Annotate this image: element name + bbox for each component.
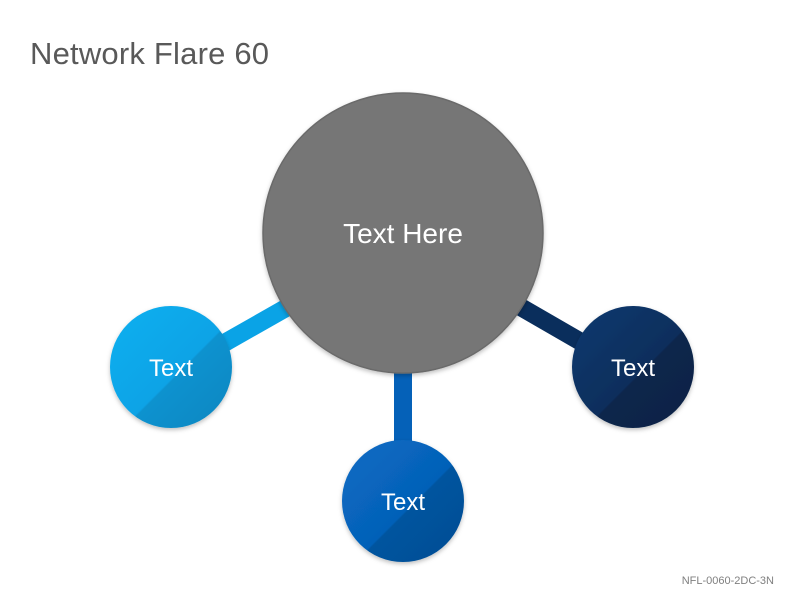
node-left-label: Text — [149, 355, 193, 382]
product-code: NFL-0060-2DC-3N — [681, 575, 774, 587]
slide-title: Network Flare 60 — [30, 36, 270, 71]
node-bottom: Text — [342, 440, 464, 562]
node-right: Text — [572, 306, 694, 428]
node-bottom-label: Text — [381, 489, 425, 516]
center-node-label: Text Here — [343, 218, 463, 249]
node-right-label: Text — [611, 355, 655, 382]
node-left: Text — [110, 306, 232, 428]
center-node: Text Here — [262, 92, 544, 374]
